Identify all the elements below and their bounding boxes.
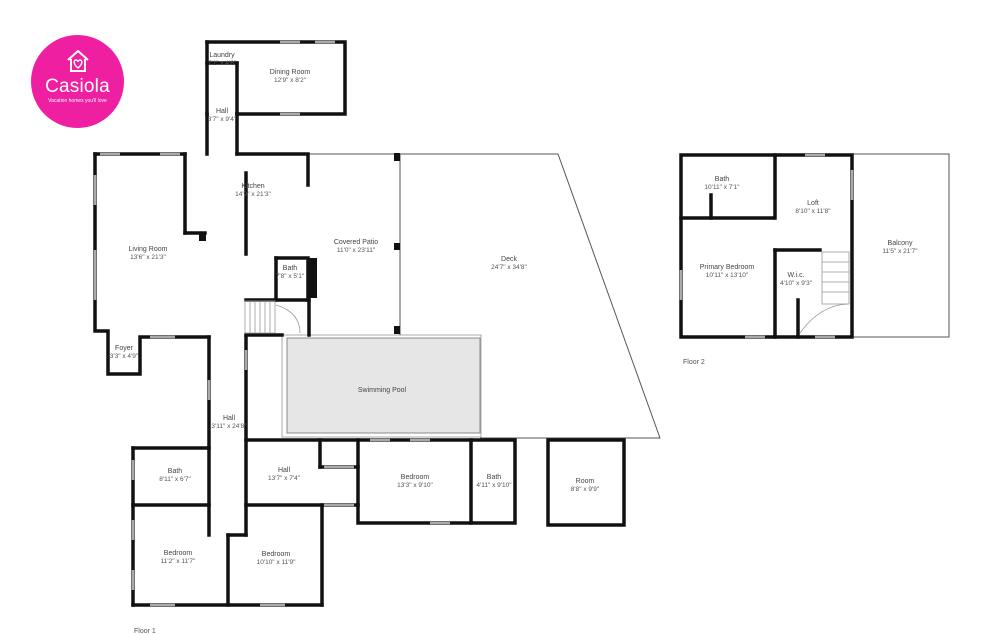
room-label-loft: Loft 8'10" x 11'8" <box>795 200 831 215</box>
room-label-primary-bedroom: Primary Bedroom 10'11" x 13'10" <box>700 264 755 279</box>
room-name: Room <box>576 478 595 485</box>
room-name: Foyer <box>115 345 134 352</box>
room-dims: 13'6" x 21'3" <box>130 254 166 261</box>
floor-2-label: Floor 2 <box>683 359 705 366</box>
floor-1-walls <box>93 40 626 607</box>
room-label-dining-room: Dining Room 12'9" x 8'2" <box>270 69 311 84</box>
room-dims: 7'8" x 5'1" <box>276 273 305 280</box>
room-label-hall-cross: Hall 13'7" x 7'4" <box>268 467 301 482</box>
room-label-bath-upper: Bath 10'11" x 7'1" <box>704 176 740 191</box>
room-name: Bedroom <box>262 551 291 558</box>
room-label-deck: Deck 24'7" x 34'8" <box>491 256 527 271</box>
room-name: Hall <box>216 108 229 115</box>
room-name: Bath <box>487 474 502 481</box>
stairs-floor-2 <box>799 251 850 334</box>
room-label-bath-2: Bath 8'11" x 6'7" <box>159 468 191 483</box>
room-label-swimming-pool: Swimming Pool <box>358 387 407 394</box>
room-label-living-room: Living Room 13'6" x 21'3" <box>129 246 168 261</box>
room-name: Hall <box>278 467 291 474</box>
room-dims: 13'7" x 7'4" <box>268 475 301 482</box>
room-dims: 3'3" x 4'9" <box>110 353 139 360</box>
room-dims: 12'9" x 8'2" <box>274 77 307 84</box>
room-label-hall-long: Hall 3'11" x 24'8" <box>211 415 247 430</box>
room-dims: 11'5" x 21'7" <box>882 248 918 255</box>
room-name: Laundry <box>209 52 235 59</box>
room-label-foyer: Foyer 3'3" x 4'9" <box>110 345 139 360</box>
floor-1-label: Floor 1 <box>134 628 156 635</box>
room-dims: 11'0" x 23'11" <box>337 247 376 254</box>
room-label-room: Room 8'8" x 9'9" <box>571 478 600 493</box>
stairs-floor-1 <box>244 300 301 334</box>
logo-tagline: Vacation homes you'll love <box>48 98 107 104</box>
room-dims: 11'2" x 11'7" <box>161 558 196 565</box>
logo-name: Casiola <box>45 76 110 97</box>
room-name: Kitchen <box>241 183 264 190</box>
room-dims: 10'10" x 11'9" <box>257 559 296 566</box>
room-dims: 3'7" x 9'4" <box>208 116 237 123</box>
room-name: Deck <box>501 256 517 263</box>
room-label-wic: W.i.c. 4'10" x 9'3" <box>780 272 813 287</box>
room-name: Living Room <box>129 246 168 253</box>
room-name: W.i.c. <box>787 272 804 279</box>
room-name: Bath <box>168 468 183 475</box>
house-heart-icon <box>67 50 89 72</box>
room-dims: 4'10" x 9'3" <box>780 280 813 287</box>
floor-1-room-labels: Laundry 7'1" x 4'6" Dining Room 12'9" x … <box>110 52 600 566</box>
room-label-kitchen: Kitchen 14'9" x 21'3" <box>235 183 271 198</box>
room-name: Swimming Pool <box>358 387 407 394</box>
window-marks <box>93 40 450 607</box>
room-label-hall-upper: Hall 3'7" x 9'4" <box>208 108 237 123</box>
room-label-bedroom-3: Bedroom 10'10" x 11'9" <box>257 551 296 566</box>
room-dims: 8'11" x 6'7" <box>159 476 191 483</box>
floor-2-window-marks <box>679 153 854 339</box>
room-dims: 8'8" x 9'9" <box>571 486 600 493</box>
room-dims: 10'11" x 7'1" <box>704 184 740 191</box>
room-name: Bedroom <box>164 550 193 557</box>
room-label-balcony: Balcony 11'5" x 21'7" <box>882 240 918 255</box>
room-name: Primary Bedroom <box>700 264 755 271</box>
room-dims: 7'1" x 4'6" <box>208 60 237 67</box>
casiola-logo: Casiola Vacation homes you'll love <box>31 35 124 128</box>
patio-columns <box>199 153 400 334</box>
room-name: Covered Patio <box>334 239 378 246</box>
floor-2-room-labels: Bath 10'11" x 7'1" Loft 8'10" x 11'8" Ba… <box>700 176 919 287</box>
room-name: Bath <box>283 265 298 272</box>
room-dims: 14'9" x 21'3" <box>235 191 271 198</box>
room-label-bedroom-1: Bedroom 13'3" x 9'10" <box>397 474 433 489</box>
room-name: Bath <box>715 176 730 183</box>
room-dims: 13'3" x 9'10" <box>397 482 433 489</box>
room-label-laundry: Laundry 7'1" x 4'6" <box>208 52 237 67</box>
room-dims: 10'11" x 13'10" <box>706 272 749 279</box>
room-name: Dining Room <box>270 69 311 76</box>
room-label-covered-patio: Covered Patio 11'0" x 23'11" <box>334 239 378 254</box>
room-dims: 8'10" x 11'8" <box>795 208 831 215</box>
room-name: Hall <box>223 415 236 422</box>
room-dims: 3'11" x 24'8" <box>211 423 247 430</box>
room-label-bath-1: Bath 7'8" x 5'1" <box>276 265 305 280</box>
room-label-bath-3: Bath 4'11" x 9'10" <box>476 474 512 489</box>
room-label-bedroom-2: Bedroom 11'2" x 11'7" <box>161 550 196 565</box>
swimming-pool-area <box>286 337 481 434</box>
room-name: Balcony <box>888 240 913 247</box>
room-dims: 4'11" x 9'10" <box>476 482 512 489</box>
room-name: Loft <box>807 200 819 207</box>
room-name: Bedroom <box>401 474 430 481</box>
room-dims: 24'7" x 34'8" <box>491 264 527 271</box>
